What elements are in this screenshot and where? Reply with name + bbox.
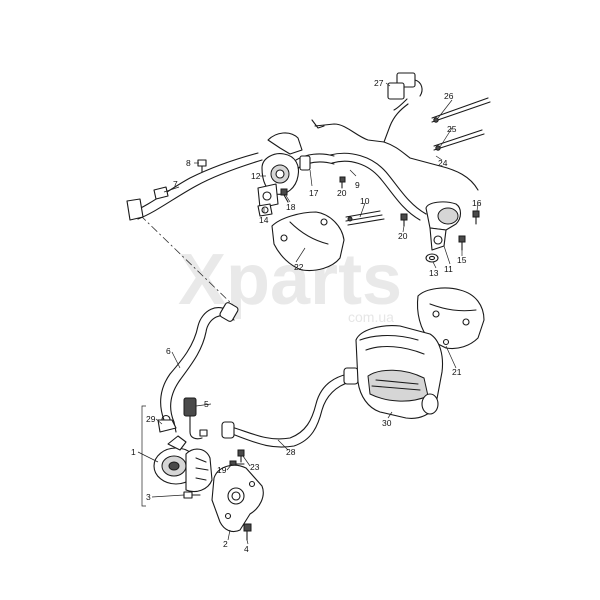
callout-12: 12 bbox=[251, 171, 261, 181]
callout-28: 28 bbox=[286, 447, 296, 457]
bolt-3 bbox=[183, 491, 201, 499]
air-pump-1 bbox=[153, 435, 213, 493]
callout-24: 24 bbox=[438, 158, 448, 168]
callout-2: 2 bbox=[223, 539, 228, 549]
connection-line bbox=[139, 214, 237, 309]
combination-valve-12 bbox=[257, 132, 303, 209]
vacuum-line-24 bbox=[311, 103, 479, 191]
callout-22: 22 bbox=[294, 262, 304, 272]
solenoid-valve-27 bbox=[387, 72, 423, 111]
hose-28 bbox=[221, 367, 359, 448]
nut-4 bbox=[243, 523, 252, 541]
gasket-13 bbox=[425, 253, 439, 263]
callout-14: 14 bbox=[259, 215, 269, 225]
group-bracket-1 bbox=[141, 405, 146, 507]
callout-9: 9 bbox=[355, 180, 360, 190]
bolt-20b bbox=[400, 213, 408, 227]
callout-20-lower: 20 bbox=[398, 231, 408, 241]
cable-ties-10 bbox=[345, 210, 385, 226]
bracket-2 bbox=[211, 464, 264, 533]
callout-16: 16 bbox=[472, 198, 482, 208]
bolt-16 bbox=[472, 210, 480, 225]
callout-19: 19 bbox=[217, 465, 227, 475]
callout-4: 4 bbox=[244, 544, 249, 554]
cable-tie-26 bbox=[431, 97, 491, 123]
callout-3: 3 bbox=[146, 492, 151, 502]
callouts: 7 8 12 14 17 18 20 9 10 20 22 27 26 25 2… bbox=[131, 78, 482, 554]
air-valve-11 bbox=[425, 201, 462, 251]
air-filter-30 bbox=[355, 325, 444, 419]
bolt-18 bbox=[280, 188, 289, 203]
callout-1: 1 bbox=[131, 447, 136, 457]
cable-tie-25 bbox=[433, 129, 485, 151]
callout-17: 17 bbox=[309, 188, 319, 198]
heat-shield-21 bbox=[416, 287, 485, 350]
hose-6 bbox=[160, 302, 239, 433]
callout-26: 26 bbox=[444, 91, 454, 101]
callout-11: 11 bbox=[444, 264, 453, 274]
heat-shield-22 bbox=[271, 211, 345, 272]
bolt-8 bbox=[197, 159, 207, 173]
callout-13: 13 bbox=[429, 268, 439, 278]
callout-18: 18 bbox=[286, 202, 296, 212]
bolt-20a bbox=[339, 176, 346, 189]
hose-9 bbox=[329, 152, 427, 221]
gasket-14 bbox=[257, 203, 273, 217]
callout-20-upper: 20 bbox=[337, 188, 347, 198]
callout-10: 10 bbox=[360, 196, 370, 206]
sensor-5 bbox=[183, 397, 208, 440]
callout-6: 6 bbox=[166, 346, 171, 356]
hose-17 bbox=[295, 153, 335, 171]
callout-21: 21 bbox=[452, 367, 462, 377]
callout-29: 29 bbox=[146, 414, 156, 424]
clamp-29 bbox=[157, 414, 177, 433]
callout-30: 30 bbox=[382, 418, 392, 428]
callout-7: 7 bbox=[173, 179, 178, 189]
hose-7 bbox=[126, 152, 263, 221]
bolt-23 bbox=[237, 449, 245, 463]
callout-25: 25 bbox=[447, 124, 457, 134]
callout-5: 5 bbox=[204, 399, 209, 409]
watermark-domain: com.ua bbox=[348, 309, 394, 325]
callout-23: 23 bbox=[250, 462, 260, 472]
callout-8: 8 bbox=[186, 158, 191, 168]
bolt-15 bbox=[458, 235, 466, 251]
leader-lines bbox=[137, 82, 479, 545]
callout-27: 27 bbox=[374, 78, 384, 88]
callout-15: 15 bbox=[457, 255, 467, 265]
